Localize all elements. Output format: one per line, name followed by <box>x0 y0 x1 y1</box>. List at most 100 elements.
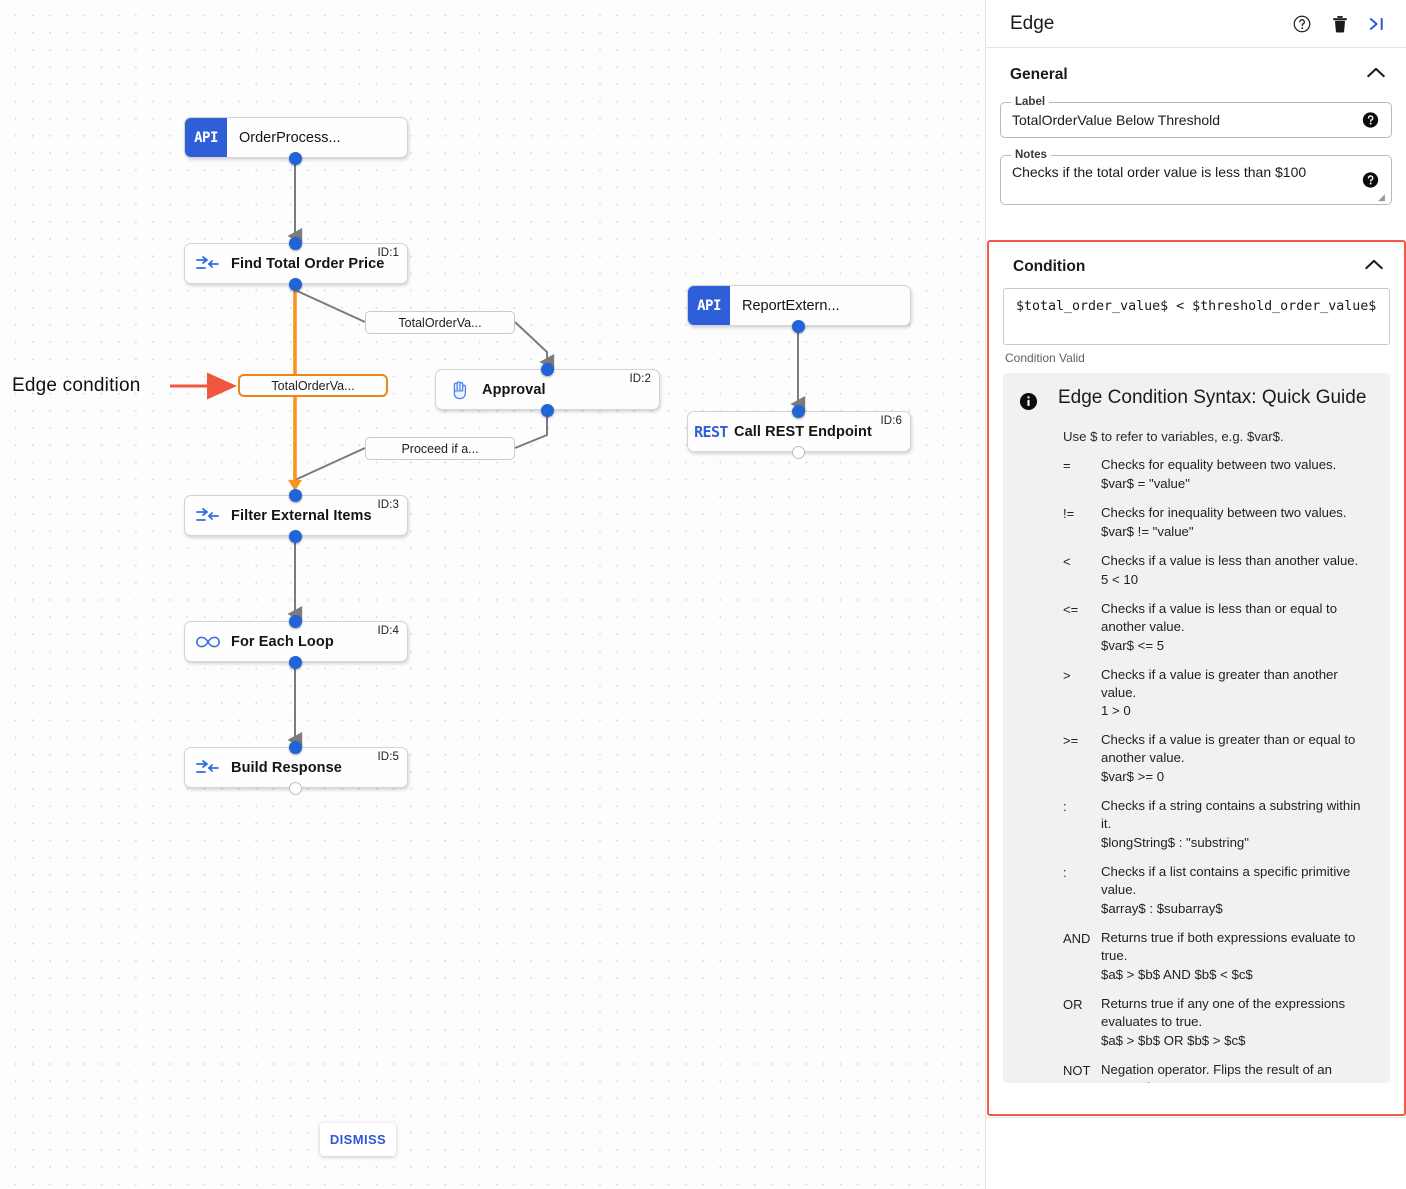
node-input-port[interactable] <box>541 363 554 376</box>
operator-description-block: Returns true if both expressions evaluat… <box>1101 929 1374 984</box>
notes-field-help-icon[interactable] <box>1362 172 1379 189</box>
operator-description-block: Checks if a value is greater than anothe… <box>1101 666 1374 721</box>
edge-condition-syntax-guide: Edge Condition Syntax: Quick Guide Use $… <box>1003 373 1390 1083</box>
notes-resize-handle[interactable]: ◢ <box>1378 192 1385 202</box>
operator-description-block: Checks for equality between two values.$… <box>1101 456 1336 493</box>
operator-description: Checks if a string contains a substring … <box>1101 798 1361 832</box>
operator-row: != Checks for inequality between two valu… <box>1063 504 1374 541</box>
edge-label-selected-totalordervalue[interactable]: TotalOrderVa... <box>238 374 388 397</box>
node-input-port[interactable] <box>289 237 302 250</box>
trash-icon[interactable] <box>1331 14 1349 34</box>
condition-expression-input[interactable]: $total_order_value$ < $threshold_order_v… <box>1003 288 1390 345</box>
operator-symbol: < <box>1063 553 1071 569</box>
operator-symbol: : <box>1063 799 1067 815</box>
node-input-port[interactable] <box>289 615 302 628</box>
edge-connections-layer <box>170 164 806 748</box>
node-id-label: ID:3 <box>377 499 399 511</box>
guide-title: Edge Condition Syntax: Quick Guide <box>1058 387 1367 408</box>
label-field-help-icon[interactable] <box>1362 112 1379 129</box>
condition-section-title: Condition <box>1013 258 1086 275</box>
condition-section-header[interactable]: Condition <box>989 242 1404 284</box>
notes-field-caption: Notes <box>1011 149 1051 161</box>
operator-symbol: NOT <box>1063 1062 1091 1078</box>
api-badge-icon: API <box>185 118 227 157</box>
panel-title: Edge <box>1010 12 1055 34</box>
node-output-port[interactable] <box>541 404 554 417</box>
node-output-port[interactable] <box>289 278 302 291</box>
rest-badge-text: REST <box>694 422 728 441</box>
operator-reference-table: = Checks for equality between two values.… <box>1063 456 1374 1083</box>
node-output-port[interactable] <box>792 320 805 333</box>
operator-example: $a$ > $b$ AND $b$ < $c$ <box>1101 966 1253 982</box>
operator-row: AND Returns true if both expressions eval… <box>1063 929 1374 984</box>
merge-arrows-icon <box>185 748 231 787</box>
operator-description-block: Checks if a value is less than another v… <box>1101 552 1358 589</box>
operator-description-block: Checks if a value is greater than or equ… <box>1101 731 1374 786</box>
operator-description: Negation operator. Flips the result of a… <box>1101 1061 1332 1083</box>
node-input-port[interactable] <box>289 741 302 754</box>
node-id-label: ID:6 <box>880 415 902 427</box>
operator-symbol: = <box>1063 458 1071 473</box>
help-circle-icon[interactable] <box>1292 14 1312 34</box>
operator-symbol: : <box>1063 865 1067 881</box>
operator-description-block: Negation operator. Flips the result of a… <box>1101 1061 1374 1083</box>
operator-description: Checks if a value is greater than anothe… <box>1101 666 1338 700</box>
operator-row: <=Checks if a value is less than or equa… <box>1063 600 1374 655</box>
operator-symbol: != <box>1063 505 1075 521</box>
collapse-panel-icon[interactable] <box>1368 15 1388 33</box>
node-input-port[interactable] <box>792 405 805 418</box>
operator-description-block: Returns true if any one of the expressio… <box>1101 995 1374 1050</box>
label-field[interactable]: Label TotalOrderValue Below Threshold <box>1000 96 1392 138</box>
general-section-title: General <box>1010 66 1068 83</box>
node-id-label: ID:2 <box>629 373 651 385</box>
operator-description: Checks for inequality between two values… <box>1101 504 1347 520</box>
dismiss-button[interactable]: DISMISS <box>320 1123 396 1156</box>
edge-label-proceed-if-approved[interactable]: Proceed if a... <box>365 437 515 460</box>
node-output-port[interactable] <box>792 446 805 459</box>
label-field-caption: Label <box>1011 96 1050 108</box>
operator-example: 5 < 10 <box>1101 571 1139 587</box>
node-title: Find Total Order Price <box>231 255 385 272</box>
operator-description: Checks if a list contains a specific pri… <box>1101 864 1351 898</box>
workflow-canvas[interactable]: Edge condition API OrderProcess... Find … <box>0 0 985 1189</box>
guide-intro: Use $ to refer to variables, e.g. $var$. <box>1063 429 1284 444</box>
chevron-up-icon[interactable] <box>1364 258 1384 276</box>
general-section-header[interactable]: General <box>986 48 1406 92</box>
operator-description: Returns true if any one of the expressio… <box>1101 995 1346 1029</box>
node-title: Filter External Items <box>231 507 372 524</box>
operator-row: >=Checks if a value is greater than or e… <box>1063 731 1374 786</box>
annotation-edge-condition: Edge condition <box>12 375 141 396</box>
condition-section: Condition $total_order_value$ < $thresho… <box>987 240 1406 1116</box>
operator-symbol: <= <box>1063 601 1079 617</box>
edge-properties-panel: Edge <box>985 0 1406 1189</box>
node-output-port[interactable] <box>289 656 302 669</box>
operator-example: $var$ >= 0 <box>1101 769 1165 785</box>
operator-description-block: Checks for inequality between two values… <box>1101 504 1347 541</box>
notes-field[interactable]: Notes Checks if the total order value is… <box>1000 149 1392 205</box>
edge-label-totalordervalue-to-approval[interactable]: TotalOrderVa... <box>365 311 515 334</box>
panel-header-actions <box>1292 14 1388 34</box>
operator-example: $a$ > $b$ OR $b$ > $c$ <box>1101 1032 1246 1048</box>
chevron-up-icon[interactable] <box>1366 66 1386 84</box>
node-input-port[interactable] <box>289 489 302 502</box>
api-badge-icon: API <box>688 286 730 325</box>
node-orderprocess[interactable]: API OrderProcess... <box>184 117 408 158</box>
node-output-port[interactable] <box>289 530 302 543</box>
node-call-rest-endpoint[interactable]: REST Call REST Endpoint ID:6 <box>687 411 911 452</box>
node-id-label: ID:1 <box>377 247 399 259</box>
node-output-port[interactable] <box>289 782 302 795</box>
node-output-port[interactable] <box>289 152 302 165</box>
info-icon <box>1019 387 1038 416</box>
operator-row: = Checks for equality between two values.… <box>1063 456 1374 493</box>
operator-description-block: Checks if a list contains a specific pri… <box>1101 863 1374 918</box>
condition-validity-status: Condition Valid <box>1005 351 1085 365</box>
operator-description: Returns true if both expressions evaluat… <box>1101 930 1356 963</box>
notes-field-value[interactable]: Checks if the total order value is less … <box>1012 164 1307 180</box>
label-field-value[interactable]: TotalOrderValue Below Threshold <box>1012 112 1221 128</box>
operator-symbol: AND <box>1063 931 1091 947</box>
operator-example: $var$ <= 5 <box>1101 637 1165 653</box>
operator-row: : Checks if a string contains a substring… <box>1063 797 1374 852</box>
operator-row: >Checks if a value is greater than anoth… <box>1063 666 1374 721</box>
operator-example: $var$ != "value" <box>1101 523 1194 539</box>
